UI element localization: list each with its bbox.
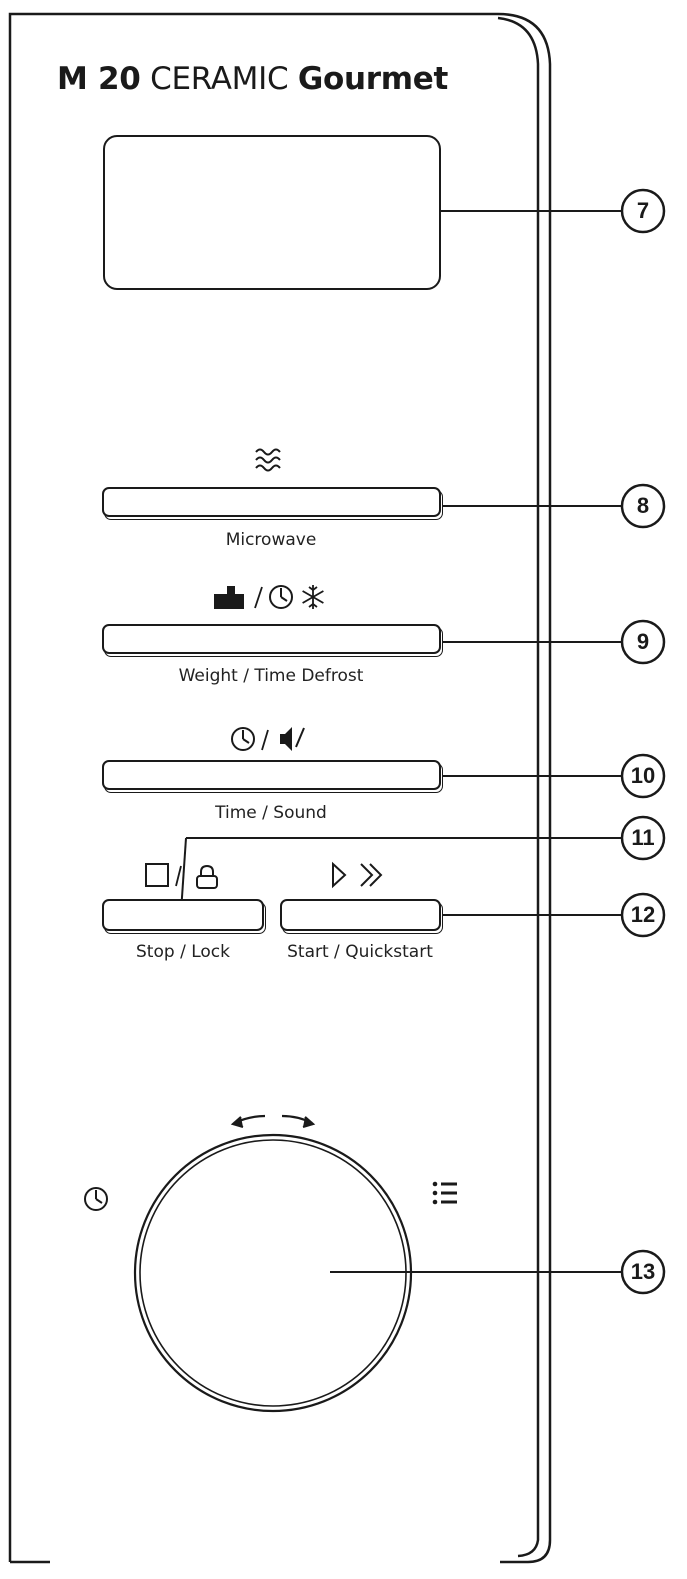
time-sound-label: Time / Sound bbox=[215, 803, 327, 823]
play-icon bbox=[332, 861, 347, 889]
microwave-button[interactable] bbox=[102, 487, 441, 517]
fast-forward-icon bbox=[360, 863, 383, 887]
weight-icon bbox=[214, 586, 244, 609]
clock-icon bbox=[84, 1187, 108, 1211]
snowflake-icon bbox=[302, 585, 324, 609]
callout-circles bbox=[620, 188, 666, 1295]
rotate-arrows-icon bbox=[230, 1114, 316, 1129]
time-sound-button[interactable] bbox=[102, 760, 441, 790]
start-quickstart-label: Start / Quickstart bbox=[287, 942, 433, 962]
display-window bbox=[103, 135, 441, 290]
menu-list-icon bbox=[432, 1181, 457, 1205]
dial-knob bbox=[133, 1133, 413, 1413]
weight-time-defrost-button[interactable] bbox=[102, 624, 441, 654]
microwave-waves-icon bbox=[255, 448, 281, 472]
model-middle: CERAMIC bbox=[150, 61, 289, 97]
panel-frame bbox=[8, 12, 552, 1564]
start-quickstart-button[interactable] bbox=[280, 899, 441, 931]
callout-time-sound: 10 bbox=[630, 763, 656, 788]
stop-square-icon bbox=[145, 863, 169, 887]
weight-time-defrost-label: Weight / Time Defrost bbox=[178, 666, 364, 686]
model-name: M 20 CERAMIC Gourmet bbox=[57, 64, 448, 95]
callout-stop-lock: 11 bbox=[631, 825, 655, 850]
dial-knob-control[interactable] bbox=[135, 1135, 411, 1411]
model-prefix: M 20 bbox=[57, 61, 141, 97]
callout-microwave: 8 bbox=[636, 493, 650, 518]
microwave-label: Microwave bbox=[225, 530, 317, 550]
callout-display: 7 bbox=[636, 198, 650, 223]
separator-slash bbox=[254, 586, 263, 609]
stop-lock-button[interactable] bbox=[102, 899, 264, 931]
separator-slash bbox=[261, 729, 269, 751]
clock-icon bbox=[269, 585, 293, 609]
speaker-mute-icon bbox=[280, 727, 305, 751]
callout-knob: 13 bbox=[630, 1259, 656, 1284]
callout-start-quickstart: 12 bbox=[630, 902, 656, 927]
callout-weight-time-defrost: 9 bbox=[636, 629, 650, 654]
separator-slash bbox=[175, 865, 182, 887]
model-suffix: Gourmet bbox=[297, 61, 449, 97]
stop-lock-label: Stop / Lock bbox=[136, 942, 230, 962]
clock-icon bbox=[231, 727, 255, 751]
padlock-icon bbox=[196, 864, 218, 889]
